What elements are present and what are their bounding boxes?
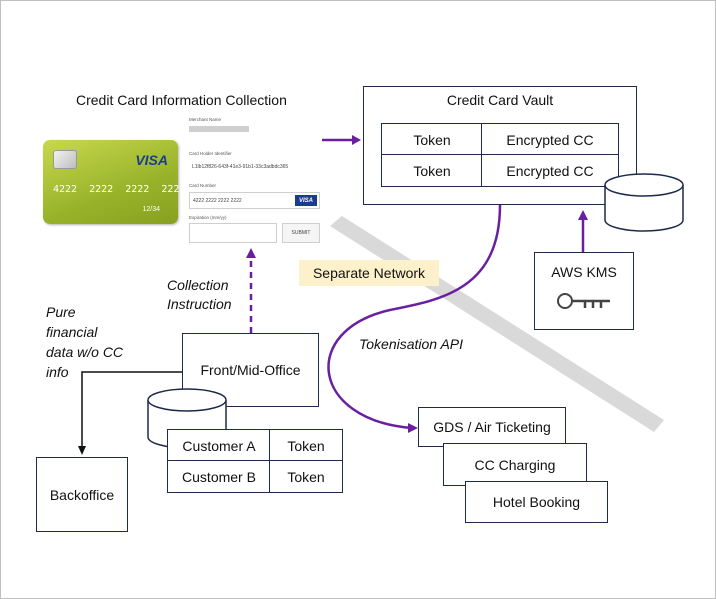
credit-card-image: VISA 4222 2222 2222 2222 12/34 xyxy=(43,140,185,224)
arrow-to-backoffice xyxy=(81,371,182,447)
customer-token-cell: Token xyxy=(269,429,343,462)
front-mid-office-box: Front/Mid-Office xyxy=(182,333,319,407)
holder-label: Card Holder Identifier xyxy=(189,151,232,156)
expiry-field[interactable] xyxy=(189,223,277,243)
card-number-field[interactable]: 4222 2222 2222 2222 VISA xyxy=(189,192,320,209)
backoffice-label: Backoffice xyxy=(49,486,115,503)
front-office-label: Front/Mid-Office xyxy=(200,362,301,378)
service-label: Hotel Booking xyxy=(492,494,581,510)
customer-name-cell: Customer A xyxy=(167,429,271,462)
kms-label: AWS KMS xyxy=(551,264,617,280)
holder-field[interactable]: L1lb12f826-643f-41e3-91b1-33c3adbdc365 xyxy=(189,161,317,173)
service-label: GDS / Air Ticketing xyxy=(433,419,551,435)
backoffice-box: Backoffice xyxy=(36,457,128,532)
vault-value-cell: Encrypted CC xyxy=(481,123,619,156)
vault-token-cell: Token xyxy=(381,154,483,187)
card-brand: VISA xyxy=(135,152,168,168)
service-label: CC Charging xyxy=(474,456,556,473)
aws-kms-box: AWS KMS xyxy=(534,252,634,330)
customer-name-cell: Customer B xyxy=(167,460,271,493)
card-number-value: 4222 2222 2222 2222 xyxy=(193,197,242,204)
cc-charging-box: CC Charging xyxy=(443,443,587,486)
gds-air-ticketing-box: GDS / Air Ticketing xyxy=(418,407,566,447)
visa-badge: VISA xyxy=(295,195,317,206)
vault-value-cell: Encrypted CC xyxy=(481,154,619,187)
key-icon xyxy=(557,293,610,309)
collection-title: Credit Card Information Collection xyxy=(76,92,287,108)
vault-title: Credit Card Vault xyxy=(446,92,554,108)
merchant-name-redacted xyxy=(189,126,249,132)
number-label: Card Number xyxy=(189,183,217,188)
expiry-label: Expiration (mm/yy) xyxy=(189,215,227,220)
vault-token-cell: Token xyxy=(381,123,483,156)
submit-button[interactable]: SUBMIT xyxy=(282,223,320,243)
tokenisation-api-curve xyxy=(327,204,502,430)
collection-instruction-label: Collection Instruction xyxy=(167,277,232,312)
card-collection-form: Merchant Name Card Holder Identifier L1l… xyxy=(186,114,321,244)
separate-network-label: Separate Network xyxy=(299,260,439,286)
hotel-booking-box: Hotel Booking xyxy=(465,481,608,523)
tokenisation-api-label: Tokenisation API xyxy=(359,336,464,352)
card-chip-icon xyxy=(53,150,77,169)
pure-financial-data-label: Pure financial data w/o CC info xyxy=(46,304,124,380)
merchant-label: Merchant Name xyxy=(189,117,222,122)
card-expiry: 12/34 xyxy=(142,206,160,213)
card-number: 4222 2222 2222 2222 xyxy=(53,184,186,195)
customer-token-cell: Token xyxy=(269,460,343,493)
